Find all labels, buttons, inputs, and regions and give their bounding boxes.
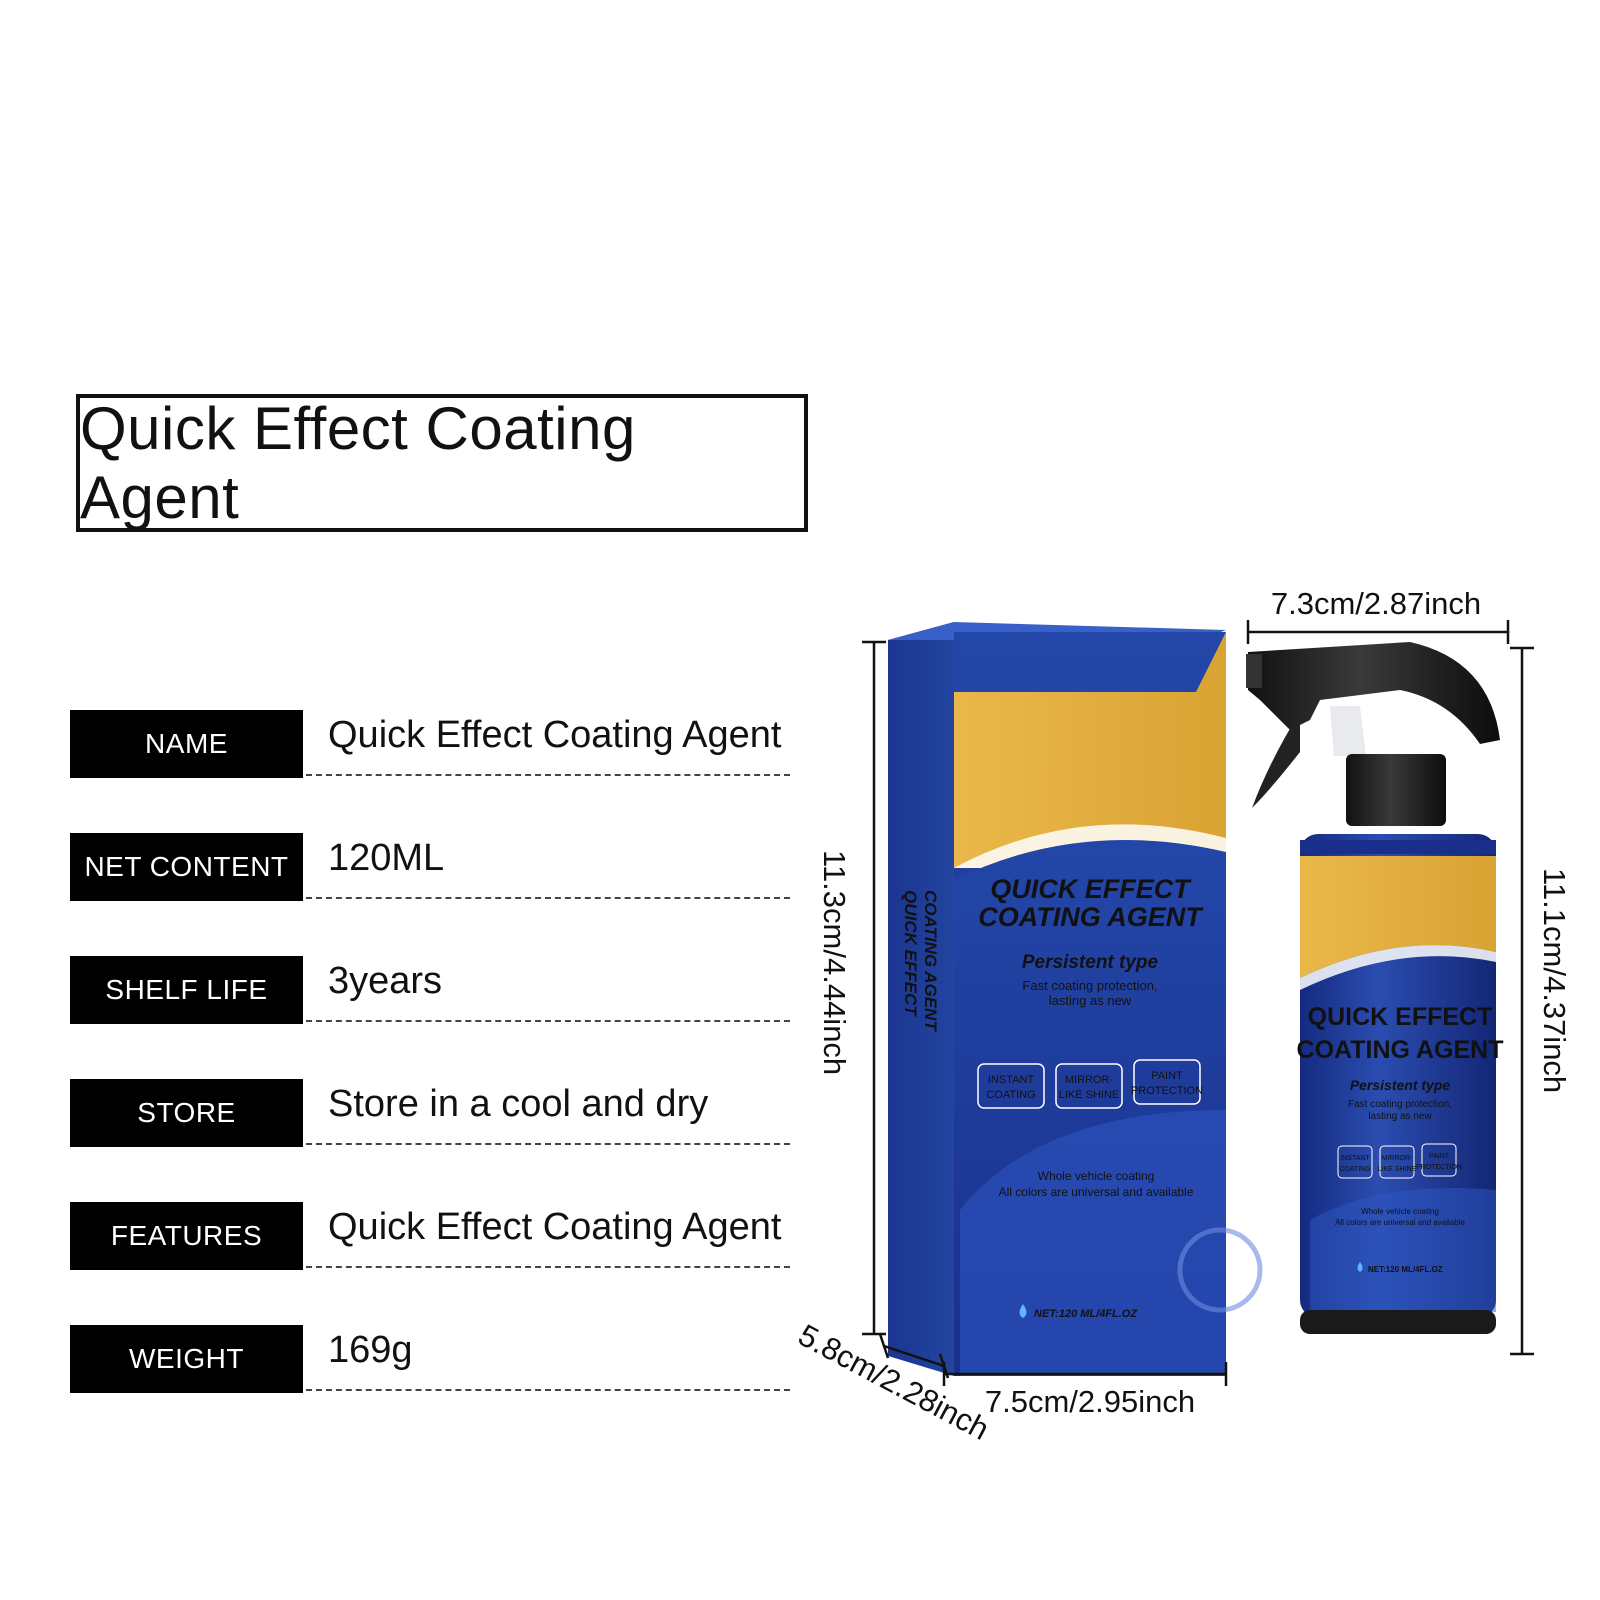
trigger xyxy=(1252,712,1300,808)
spec-value: 3years xyxy=(328,960,443,1002)
spec-value: Store in a cool and dry xyxy=(328,1083,709,1125)
spray-bottle: QUICK EFFECT COATING AGENT Persistent ty… xyxy=(1246,642,1503,1334)
spec-row-features: FEATURES Quick Effect Coating Agent xyxy=(70,1202,790,1270)
badge-text: PAINT xyxy=(1151,1070,1183,1082)
badge-text: COATING xyxy=(1339,1166,1370,1173)
spec-row-net-content: NET CONTENT 120ML xyxy=(70,833,790,901)
package-box: QUICK EFFECT COATING AGENT Persistent ty… xyxy=(888,622,1263,1376)
badge-text: MIRROR- xyxy=(1065,1074,1114,1086)
spec-label: FEATURES xyxy=(70,1202,303,1270)
box-tagline-1: Fast coating protection, xyxy=(1022,978,1157,993)
badge-text: PROTECTION xyxy=(1131,1085,1203,1097)
badge-text: LIKE SHINE xyxy=(1059,1089,1120,1101)
bottle-info-1: Whole vehicle coating xyxy=(1361,1207,1439,1216)
spec-label: NAME xyxy=(70,710,303,778)
badge-paint-protection xyxy=(1133,1059,1201,1105)
spec-divider xyxy=(306,1143,790,1145)
box-side-panel xyxy=(888,622,954,1376)
badge-text: PROTECTION xyxy=(1416,1164,1462,1171)
bottle-width-label: 7.3cm/2.87inch xyxy=(1271,586,1481,621)
bottle-badge xyxy=(1379,1145,1415,1179)
badge-text: LIKE SHINE xyxy=(1378,1166,1417,1173)
sprayer-neck xyxy=(1330,706,1366,756)
box-width-label: 7.5cm/2.95inch xyxy=(985,1384,1195,1419)
box-gold-band xyxy=(954,632,1226,868)
spec-row-shelf-life: SHELF LIFE 3years xyxy=(70,956,790,1024)
spec-divider xyxy=(306,1266,790,1268)
spec-row-name: NAME Quick Effect Coating Agent xyxy=(70,710,790,778)
badge-text: INSTANT xyxy=(988,1074,1035,1086)
spec-row-store: STORE Store in a cool and dry xyxy=(70,1079,790,1147)
bottle-tagline-2: lasting as new xyxy=(1368,1111,1432,1122)
dimension-lines xyxy=(862,620,1534,1386)
spec-divider xyxy=(306,1020,790,1022)
bottle-badge xyxy=(1337,1145,1373,1179)
bottle-tagline-1: Fast coating protection, xyxy=(1348,1099,1452,1110)
spec-value: 169g xyxy=(328,1329,413,1371)
badge-text: INSTANT xyxy=(1340,1155,1370,1162)
bottle-title-line2: COATING AGENT xyxy=(1297,1036,1504,1064)
box-info-1: Whole vehicle coating xyxy=(1038,1169,1155,1183)
bottle-gold-band xyxy=(1300,856,1496,978)
box-info-2: All colors are universal and available xyxy=(999,1185,1194,1199)
title-box: Quick Effect Coating Agent xyxy=(76,394,808,532)
box-subtitle: Persistent type xyxy=(1022,952,1159,973)
water-drop-icon xyxy=(1357,1262,1363,1272)
spec-divider xyxy=(306,897,790,899)
badge-mirror-shine xyxy=(1055,1063,1123,1109)
badge-text: PAINT xyxy=(1429,1153,1450,1160)
bottle-title-line1: QUICK EFFECT xyxy=(1308,1003,1493,1031)
bottle-subtitle: Persistent type xyxy=(1350,1077,1451,1093)
bottle-base xyxy=(1300,1310,1496,1334)
car-silhouette xyxy=(960,1110,1226,1376)
box-title-line1: QUICK EFFECT xyxy=(990,874,1192,904)
badge-text: COATING xyxy=(986,1089,1035,1101)
spec-label: STORE xyxy=(70,1079,303,1147)
box-side-text-1: QUICK EFFECT xyxy=(901,890,920,1017)
bottle-car-silhouette xyxy=(1310,1188,1496,1312)
page-title: Quick Effect Coating Agent xyxy=(80,395,636,531)
bottle-net: NET:120 ML/4FL.OZ xyxy=(1368,1265,1443,1274)
box-height-label: 11.3cm/4.44inch xyxy=(817,850,852,1075)
box-net: NET:120 ML/4FL.OZ xyxy=(1034,1308,1138,1320)
box-title-line2: COATING AGENT xyxy=(978,902,1204,932)
spec-label: NET CONTENT xyxy=(70,833,303,901)
box-tagline-2: lasting as new xyxy=(1049,993,1132,1008)
water-drop-icon xyxy=(1019,1304,1027,1318)
bottle-cap xyxy=(1346,754,1446,826)
badge-text: MIRROR- xyxy=(1382,1155,1413,1162)
car-wheel-icon xyxy=(1177,1227,1263,1313)
bottle-badge xyxy=(1421,1143,1457,1177)
bottle-info-2: All colors are universal and available xyxy=(1335,1218,1465,1227)
spec-divider xyxy=(306,1389,790,1391)
spec-label: WEIGHT xyxy=(70,1325,303,1393)
spec-divider xyxy=(306,774,790,776)
spec-row-weight: WEIGHT 169g xyxy=(70,1325,790,1393)
nozzle xyxy=(1246,654,1262,688)
box-side-text-2: COATING AGENT xyxy=(921,890,940,1032)
sprayer-head xyxy=(1248,642,1500,744)
spec-value: 120ML xyxy=(328,837,445,879)
spec-value: Quick Effect Coating Agent xyxy=(328,1206,782,1248)
badge-instant-coating xyxy=(977,1063,1045,1109)
bottle-height-label: 11.1cm/4.37inch xyxy=(1537,868,1572,1093)
spec-value: Quick Effect Coating Agent xyxy=(328,714,782,756)
spec-label: SHELF LIFE xyxy=(70,956,303,1024)
